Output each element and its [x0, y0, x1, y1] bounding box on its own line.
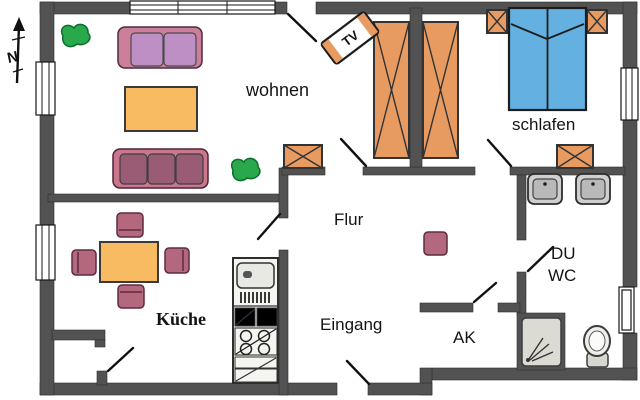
- vent-lines: [240, 292, 270, 303]
- coffee-table: [124, 86, 198, 132]
- wall-kitchen-niche: [51, 329, 106, 341]
- wall-hall-left-b: [278, 249, 289, 396]
- room-label-hallway: Flur: [334, 210, 364, 229]
- sink: [527, 173, 563, 205]
- sink: [575, 173, 611, 205]
- door-living-hall: [339, 137, 368, 168]
- wall-right-2: [622, 119, 638, 288]
- wall-kitchen-living: [47, 193, 288, 203]
- chair: [71, 249, 97, 276]
- wall-living-hall-b: [362, 166, 476, 176]
- wall-bottom-mid: [367, 382, 433, 396]
- room-label-entrance: Eingang: [320, 315, 383, 334]
- kitchen-sink: [236, 262, 275, 289]
- dining-table: [99, 241, 159, 283]
- door-bath: [526, 245, 555, 273]
- north-arrow-icon: N: [6, 17, 26, 84]
- wall-hall-left-a: [278, 167, 289, 219]
- stool-hall: [423, 231, 448, 256]
- wall-kitchen-niche-return: [94, 339, 106, 348]
- door-entrance: [345, 359, 371, 386]
- room-label-bedroom: schlafen: [512, 115, 576, 134]
- window-living-left: [35, 61, 56, 116]
- windows: [35, 0, 639, 334]
- chair: [117, 284, 145, 309]
- wall-ak-top-b: [497, 302, 521, 313]
- wardrobe-living: [373, 21, 410, 159]
- chair: [116, 212, 144, 238]
- nightstand-right: [586, 9, 608, 34]
- plant-icon: [231, 157, 261, 182]
- window-living-top: [129, 0, 276, 15]
- door-kitchen: [256, 212, 282, 241]
- wall-right-1: [622, 1, 638, 69]
- door-kitchen-niche: [106, 346, 135, 373]
- cabinet-living: [283, 144, 323, 169]
- tv-icon: TV: [320, 11, 380, 65]
- chair: [164, 247, 190, 274]
- wall-hall-bath-a: [516, 174, 527, 241]
- wall-living-bedroom: [409, 7, 423, 168]
- kitchen-unit: [232, 257, 279, 384]
- room-label-living: wohnen: [246, 80, 310, 100]
- room-label-bath-du: DU: [551, 244, 576, 263]
- wall-top-mid: [274, 1, 288, 15]
- door-storage: [472, 281, 498, 304]
- window-bedroom-right: [620, 67, 639, 121]
- nightstand-left: [486, 9, 508, 34]
- wall-bottom-left: [39, 382, 338, 396]
- stove: [234, 327, 278, 356]
- room-label-kitchen: Küche: [156, 309, 207, 329]
- window-bath-right: [618, 286, 635, 334]
- chairs: [71, 212, 190, 309]
- cabinet-bedroom: [556, 144, 594, 169]
- toilet: [583, 325, 611, 368]
- wardrobe-bedroom: [422, 21, 459, 159]
- doors: [106, 12, 555, 386]
- north-label: N: [6, 48, 20, 67]
- plant-icon: [61, 23, 91, 48]
- door-living-balcony: [286, 12, 318, 43]
- room-label-bath-wc: WC: [548, 266, 577, 285]
- wall-left-1: [39, 1, 55, 63]
- shower: [521, 317, 562, 367]
- wall-left-2: [39, 114, 55, 226]
- sofa-top: [117, 26, 203, 69]
- walls: [39, 1, 638, 396]
- window-kitchen-left: [35, 224, 56, 281]
- wall-ak-top-a: [419, 302, 474, 313]
- double-bed: [507, 6, 588, 112]
- wall-kitchen-niche-stub: [96, 370, 108, 386]
- room-label-storage: AK: [453, 328, 476, 347]
- sofa-bottom: [112, 148, 209, 189]
- door-bedroom: [486, 138, 513, 168]
